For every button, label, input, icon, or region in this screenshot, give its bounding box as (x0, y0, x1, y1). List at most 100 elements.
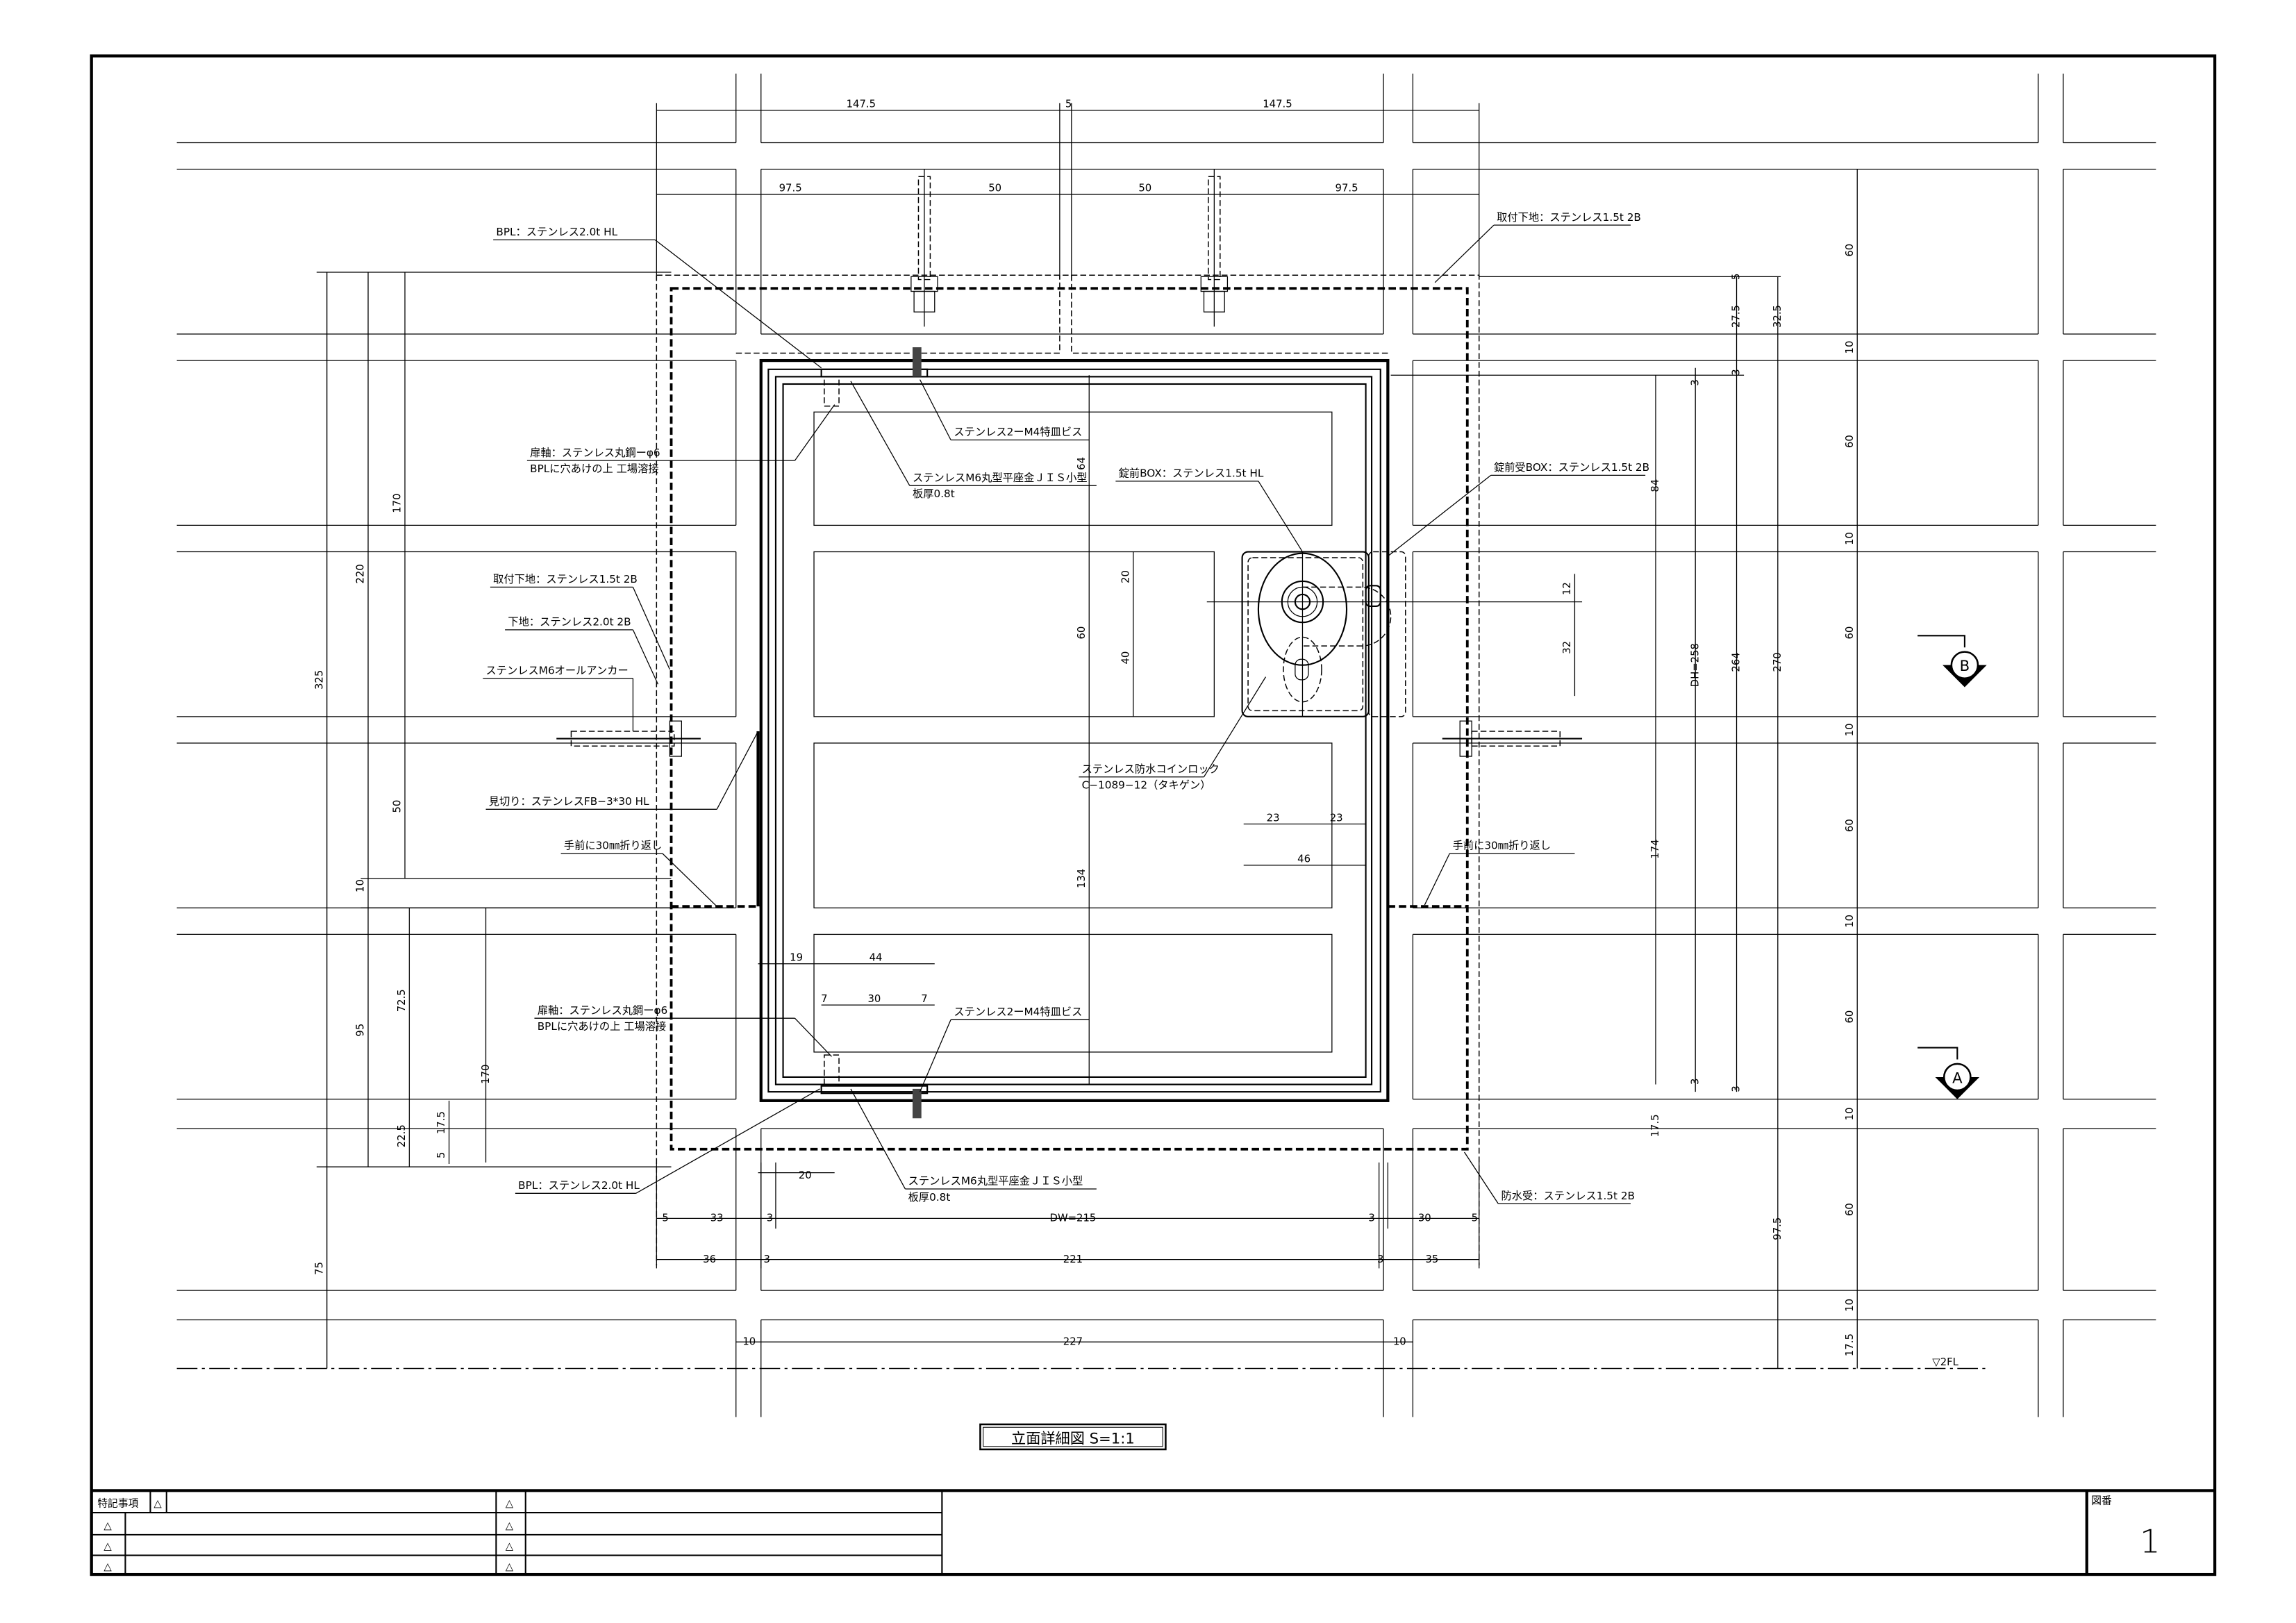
dimension-value: 10 (1393, 1336, 1406, 1348)
dimension-value: 227 (1063, 1336, 1083, 1348)
annotation-label: 手前に30㎜折り返し (564, 840, 662, 852)
tile-joint (760, 1128, 1384, 1291)
floor-level-mark: ▽2FL (1932, 1356, 1958, 1368)
leader-line (490, 586, 670, 670)
anchor-bolt-icon (556, 169, 1583, 757)
dimension-value: 3 (1731, 1085, 1742, 1092)
dimension-value: 72.5 (396, 989, 408, 1012)
dimension-value: 3 (1377, 1254, 1383, 1265)
tile-joint (760, 73, 1384, 144)
section-marker-label: A (1952, 1069, 1963, 1086)
dimension-value: 33 (710, 1213, 724, 1224)
dimension-value: DH=258 (1689, 643, 1701, 687)
dimension-value: 10 (1844, 1299, 1856, 1312)
annotation-label: 扉軸：ステンレス丸鋼ーφ6 (530, 447, 660, 459)
annotation-label: BPL：ステンレス2.0t HL (496, 226, 617, 238)
annotation-label: 見切り：ステンレスFB−3*30 HL (489, 795, 649, 808)
leader-lines (483, 224, 1646, 1204)
tile-joint (176, 742, 737, 908)
dimension-value: 3 (1368, 1213, 1374, 1224)
leader-line (485, 731, 759, 810)
tile-joint (176, 169, 737, 335)
dimension-value: 36 (703, 1254, 716, 1265)
section-marker-label: B (1960, 657, 1970, 674)
drawing-title: 立面詳細図 S=1:1 (1011, 1430, 1135, 1447)
tile-joint (176, 73, 737, 144)
annotation-label: ステンレスM6オールアンカー (486, 664, 629, 676)
dimension-value: 147.5 (1263, 99, 1292, 110)
dimension-value: 7 (921, 993, 927, 1005)
annotation-label: 錠前BOX：ステンレス1.5t HL (1119, 467, 1264, 479)
leader-line (483, 678, 634, 732)
revision-mark: △ (103, 1561, 112, 1573)
tile-joint (1412, 360, 2039, 526)
annotation-label: ステンレス2ーM4特皿ビス (954, 1006, 1082, 1018)
dimension-value: 97.5 (1772, 1217, 1783, 1240)
sheet-border (90, 54, 2217, 1576)
dimension-value: 5 (435, 1152, 447, 1158)
tile-joint (1412, 169, 2039, 335)
dimension-value: 17.5 (1844, 1333, 1856, 1356)
dimension-value: 7 (821, 993, 827, 1005)
tile-grid (176, 73, 2156, 1417)
dimension-lines (316, 103, 1858, 1369)
tile-joint (176, 551, 737, 717)
tile-joint (2063, 169, 2156, 335)
dimension-value: 20 (1120, 570, 1131, 583)
dimension-value: 325 (313, 670, 325, 690)
dimension-value: 75 (313, 1262, 325, 1275)
annotation-label: 手前に30㎜折り返し (1453, 840, 1551, 852)
leader-line (505, 629, 659, 685)
dimension-value: 30 (867, 993, 881, 1005)
dimension-value: 17.5 (435, 1111, 447, 1134)
dimension-value: 5 (662, 1213, 668, 1224)
leader-line (920, 1019, 1090, 1092)
leader-line (1387, 474, 1646, 557)
leader-line (1434, 224, 1631, 283)
dimension-value: 10 (355, 879, 367, 892)
access-door (556, 169, 1583, 1266)
leader-line (1464, 1151, 1631, 1204)
dimension-value: 22.5 (396, 1124, 408, 1147)
dimension-value: 20 (799, 1170, 812, 1181)
dimension-value: 27.5 (1731, 305, 1742, 328)
dimension-value: 50 (988, 182, 1001, 194)
dimension-value: 3 (1731, 369, 1742, 375)
dimension-value: 32 (1561, 641, 1573, 654)
annotation-label: 扉軸：ステンレス丸鋼ーφ6 (538, 1004, 668, 1017)
leader-line (1115, 481, 1304, 552)
dimension-value: 220 (355, 564, 367, 583)
dimension-value: 64 (1076, 457, 1088, 470)
section-marker-b: B (1918, 635, 1987, 688)
tile-joint (2063, 551, 2156, 717)
revision-mark: △ (506, 1498, 514, 1510)
dimension-value: 270 (1772, 652, 1783, 672)
dimension-value: 5 (1472, 1213, 1478, 1224)
dimension-value: 134 (1076, 869, 1088, 888)
dimension-value: 174 (1649, 839, 1661, 858)
leader-line (526, 404, 835, 461)
dimension-value: 97.5 (1336, 182, 1358, 194)
annotation-label: BPLに穴あけの上 工場溶接 (538, 1020, 667, 1033)
dimension-value: DW=215 (1050, 1213, 1097, 1224)
annotation-label: BPL：ステンレス2.0t HL (518, 1179, 640, 1192)
revision-mark: △ (103, 1520, 112, 1531)
dimension-value: 3 (767, 1213, 773, 1224)
dimension-value: 30 (1418, 1213, 1431, 1224)
dimension-value: 60 (1844, 626, 1856, 640)
dimension-value: 46 (1297, 854, 1311, 865)
dimension-value: 264 (1731, 652, 1742, 672)
dimension-value: 3 (764, 1254, 770, 1265)
dimension-value: 23 (1267, 812, 1280, 824)
dimension-value: 50 (392, 800, 404, 813)
coin-lock-icon (1206, 551, 1583, 717)
dimension-value: 170 (392, 493, 404, 513)
dimension-value: 12 (1561, 582, 1573, 595)
dimension-value: 60 (1844, 1010, 1856, 1024)
annotation-label: 錠前受BOX：ステンレス1.5t 2B (1494, 461, 1649, 474)
dimension-value: 10 (1844, 1107, 1856, 1120)
dimension-value: 10 (742, 1336, 756, 1348)
dimension-value: 84 (1649, 479, 1661, 492)
revision-mark: △ (506, 1520, 514, 1531)
dimension-value: 35 (1425, 1254, 1438, 1265)
